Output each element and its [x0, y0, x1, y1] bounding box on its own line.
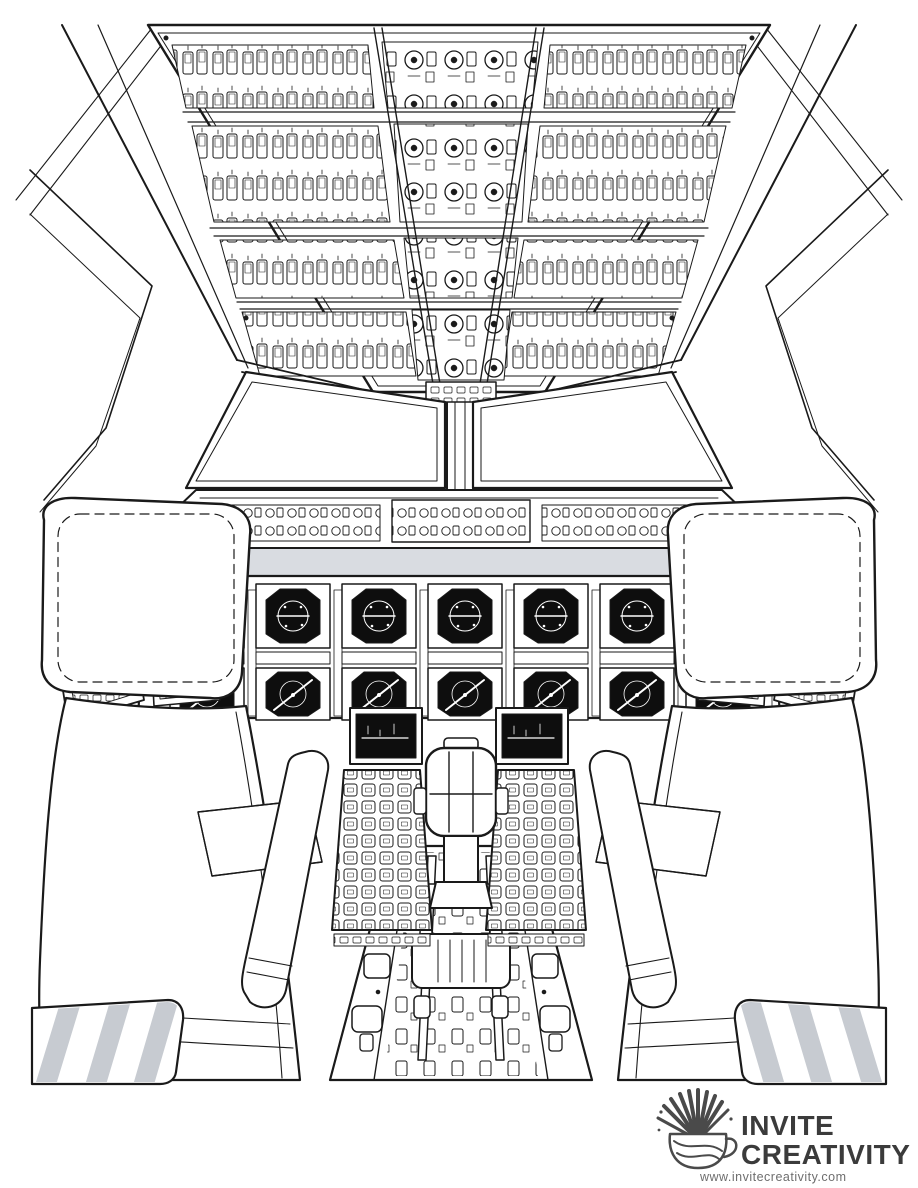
- lever-handle: [491, 995, 509, 1019]
- gauge-column: [513, 583, 601, 721]
- left-side-window-frame: [29, 169, 153, 513]
- autopilot-controls-center: [391, 499, 531, 543]
- glareshield: [126, 489, 792, 580]
- overhead-switch-bank: [171, 44, 375, 109]
- overhead-panel: [146, 23, 772, 394]
- right-apillar-lines: [670, 24, 903, 369]
- left-apillar-lines: [15, 24, 249, 369]
- overhead-switch-bank: [527, 125, 727, 223]
- logo: INVITE CREATIVITY www.invitecreativity.c…: [656, 1088, 910, 1184]
- gauge-column: [427, 583, 515, 721]
- throttle-stem: [443, 835, 479, 883]
- website-url: www.invitecreativity.com: [699, 1170, 847, 1184]
- overhead-switch-bank: [219, 239, 405, 299]
- cdu-right: [485, 707, 587, 947]
- throttle-quadrant: [413, 737, 509, 909]
- overhead-switch-bank: [543, 44, 747, 109]
- cdu-right-keypad: [485, 769, 587, 931]
- cdu-right-screen: [501, 713, 563, 759]
- brand-name-line2: CREATIVITY: [741, 1139, 910, 1170]
- right-side-window-frame: [765, 169, 889, 513]
- left-windshield: [184, 370, 447, 490]
- cdu-left: [331, 707, 433, 947]
- overhead-switch-bank: [191, 125, 391, 223]
- lever-handle: [413, 995, 431, 1019]
- cdu-left-keypad: [331, 769, 433, 931]
- overhead-knob-bank: [393, 123, 529, 223]
- windshield-center-post: [446, 389, 474, 493]
- overhead-switch-bank: [241, 311, 417, 377]
- gauge-column: [255, 583, 343, 721]
- right-windshield: [471, 370, 734, 490]
- overhead-knob-bank: [403, 237, 519, 299]
- overhead-knob-bank: [381, 41, 539, 109]
- pencil-cup-icon: [656, 1088, 738, 1170]
- cdu-left-screen: [355, 713, 417, 759]
- overhead-switch-bank: [513, 239, 699, 299]
- gauge-column: [341, 583, 429, 721]
- overhead-aft-panel: [425, 381, 497, 403]
- brand-name-line1: INVITE: [741, 1110, 834, 1141]
